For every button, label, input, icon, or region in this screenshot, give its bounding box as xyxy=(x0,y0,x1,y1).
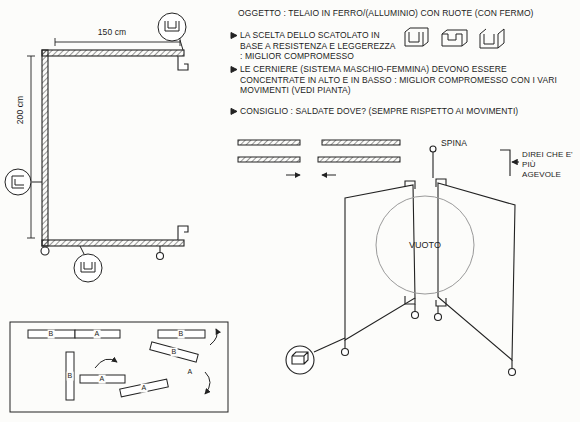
dimension-lines xyxy=(31,56,32,238)
frame-plan xyxy=(42,50,184,56)
plan-inset xyxy=(75,330,120,338)
hinged-frame xyxy=(292,352,308,364)
detail-callouts xyxy=(158,13,186,41)
void-outline xyxy=(376,196,474,294)
joint-bars xyxy=(238,140,400,175)
bar-letter: B xyxy=(178,330,185,339)
hinged-frame xyxy=(500,150,510,176)
joint-bars xyxy=(322,175,336,176)
hinged-frame xyxy=(314,338,345,352)
dimension-label: 200 cm xyxy=(15,95,26,125)
frame-plan xyxy=(42,50,48,246)
frame-plan xyxy=(178,226,188,240)
hinged-frame xyxy=(414,304,415,312)
profile-sections xyxy=(480,29,504,48)
dimension-lines xyxy=(27,56,35,57)
hinged-frame xyxy=(342,349,349,356)
hinged-frame xyxy=(345,185,415,340)
hinged-frame xyxy=(405,296,415,304)
hinged-frame xyxy=(509,369,516,376)
hinged-frame xyxy=(412,312,419,319)
frame-plan xyxy=(41,50,188,260)
detail-callouts xyxy=(180,40,183,50)
hinged-frame xyxy=(436,298,446,306)
detail-callouts xyxy=(81,262,95,272)
frame-plan xyxy=(41,247,49,255)
bullet-note: LE CERNIERE (SISTEMA MASCHIO-FEMMINA) DE… xyxy=(240,64,574,96)
frame-plan xyxy=(157,253,164,260)
joint-bars xyxy=(286,175,300,176)
hinged-frame xyxy=(512,161,519,162)
detail-callouts xyxy=(165,21,179,31)
hinged-frame xyxy=(286,346,314,374)
hinged-frame xyxy=(286,146,519,376)
plan-inset xyxy=(10,322,228,412)
plan-inset xyxy=(66,352,74,400)
bar-letter: A xyxy=(94,330,101,339)
dimension-lines xyxy=(27,38,180,238)
node-text: VUOTO xyxy=(409,240,441,250)
hinged-frame xyxy=(511,360,512,368)
bullet-note: LA SCELTA DELLO SCATOLATO IN BASE A RESI… xyxy=(240,30,396,62)
hinged-frame xyxy=(438,183,515,360)
detail-callouts xyxy=(12,176,24,188)
hinged-frame xyxy=(430,146,436,152)
detail-callouts xyxy=(5,169,31,195)
plan-inset xyxy=(120,379,169,397)
hinged-frame xyxy=(405,181,415,189)
plan-inset xyxy=(210,329,217,345)
detail-callouts xyxy=(32,182,42,183)
hinged-frame xyxy=(435,314,442,321)
bullet-arrow xyxy=(231,33,237,39)
plan-inset xyxy=(150,342,198,362)
bar-letter: B xyxy=(67,372,74,381)
bar-letter: B xyxy=(171,348,178,357)
plan-inset xyxy=(28,330,75,338)
bar-letter: B xyxy=(48,330,55,339)
dimension-lines xyxy=(55,38,56,46)
frame-plan xyxy=(178,56,188,70)
frame-plan xyxy=(159,246,160,252)
joint-bars xyxy=(318,157,400,162)
plan-inset xyxy=(205,372,210,394)
title-note: OGGETTO : TELAIO IN FERRO/(ALLUMINIO) CO… xyxy=(238,8,576,19)
profile-sections xyxy=(405,28,504,48)
bullet-arrow xyxy=(231,108,237,114)
hinged-frame xyxy=(436,179,446,187)
profile-sections xyxy=(405,28,428,46)
bar-letter: A xyxy=(99,375,106,384)
void-circle: VUOTO xyxy=(375,195,475,295)
bullet-arrow xyxy=(231,67,237,73)
detail-callouts xyxy=(80,246,84,254)
plan-inset xyxy=(95,359,117,368)
hinged-frame xyxy=(344,340,345,348)
plan-inset xyxy=(80,375,125,383)
hinged-frame xyxy=(432,152,433,178)
dimension-label: 150 cm xyxy=(97,27,127,38)
plan-inset xyxy=(158,330,205,338)
dimension-lines xyxy=(27,238,35,239)
part-label: SPINA xyxy=(441,138,467,149)
hinged-frame xyxy=(437,306,438,314)
detail-callouts xyxy=(5,13,186,282)
detail-callouts xyxy=(74,254,102,282)
bullet-note: CONSIGLIO : SALDATE DOVE? (SEMPRE RISPET… xyxy=(240,106,574,117)
note-label: DIREI CHE E' PIÙ AGEVOLE xyxy=(522,150,576,180)
plan-inset xyxy=(10,322,228,412)
bullet-arrows xyxy=(231,33,237,115)
frame-plan xyxy=(42,240,184,246)
dimension-lines xyxy=(55,42,180,43)
bar-letter: A xyxy=(141,384,148,393)
joint-bars xyxy=(322,140,400,145)
joint-bars xyxy=(238,157,300,162)
profile-sections xyxy=(442,30,467,46)
joint-bars xyxy=(238,140,300,145)
bar-letter: A xyxy=(187,368,194,377)
